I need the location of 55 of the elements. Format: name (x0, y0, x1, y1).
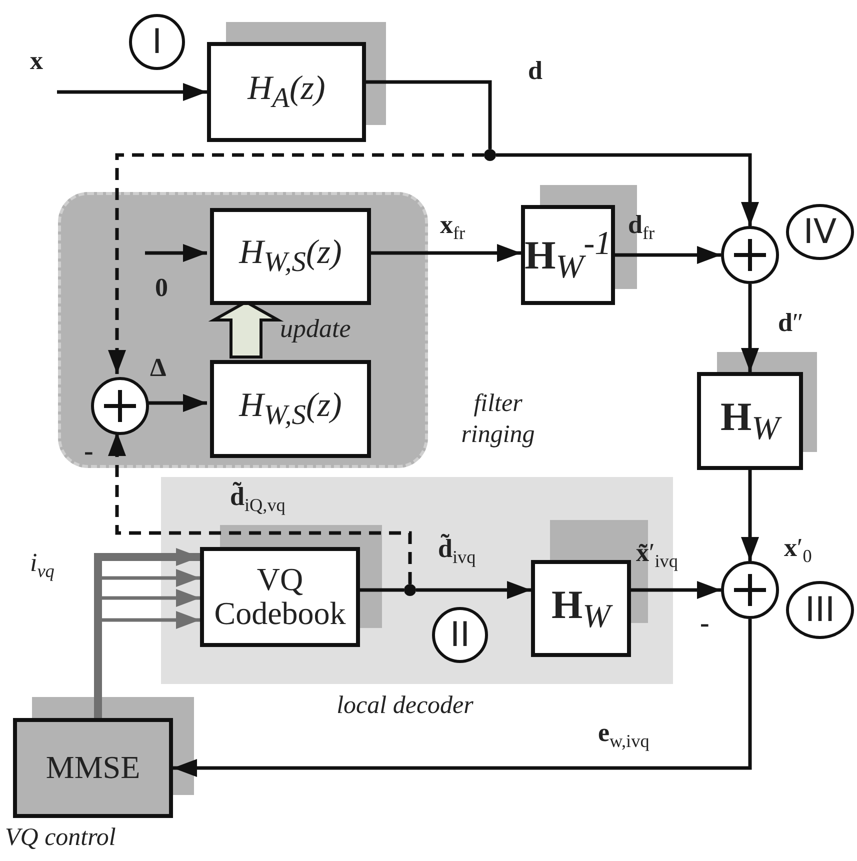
stage-number: III (804, 590, 836, 630)
arrow (146, 394, 207, 412)
arrow (145, 244, 207, 262)
signal-label: Δ (150, 355, 166, 381)
dashed-arrow (108, 153, 484, 374)
signal-label: x̃′$_{ivq}$ (636, 540, 678, 570)
connector-line (366, 80, 492, 149)
arrow (368, 244, 521, 262)
arrow (416, 581, 531, 599)
signal-label: update (280, 316, 351, 342)
signal-label: x (30, 48, 43, 74)
block-label: MMSE (46, 751, 140, 785)
stage-number: I (152, 22, 162, 62)
sign-label: - (84, 436, 94, 468)
block-label: VQ Codebook (213, 563, 347, 631)
arrow (741, 284, 759, 372)
arrow (57, 83, 207, 101)
filter-block (207, 42, 366, 142)
filter-block (210, 360, 371, 458)
arrow (741, 470, 759, 561)
junction-dot (404, 584, 416, 596)
sign-label: - (700, 608, 710, 640)
block-label: H$_{W}$ (720, 396, 780, 446)
block-label: H$_{W,S}$(z) (239, 388, 342, 430)
block-caption: VQ control (5, 823, 117, 853)
matrix-block (697, 372, 803, 470)
signal-label: d$_{fr}$ (628, 212, 655, 242)
group-heading: filter ringing (460, 389, 536, 450)
dashed-arrow (108, 432, 412, 584)
group-heading: local decoder (336, 691, 474, 721)
arrow (496, 153, 759, 226)
junction-dot (484, 149, 496, 161)
signal-label: e$_{w,ivq}$ (598, 720, 650, 750)
process-block (200, 547, 360, 647)
signal-label: i$_{vq}$ (30, 550, 54, 580)
arrow (615, 246, 721, 264)
block-label: H$_{A}$(z) (248, 70, 326, 114)
matrix-block (521, 205, 615, 305)
stage-number: IV (803, 212, 837, 252)
stage-number: II (450, 615, 470, 655)
process-block (13, 718, 173, 818)
signal-label: d″ (778, 310, 804, 336)
signal-label: d̃$_{ivq}$ (438, 536, 476, 566)
matrix-block (531, 560, 631, 657)
arrow (631, 581, 721, 599)
signal-label: d (528, 58, 542, 84)
block-label: H$_{W,S}$(z) (239, 235, 342, 278)
signal-label: x′$_{0}$ (784, 535, 812, 566)
signal-label: d̃$_{iQ,vq}$ (230, 484, 286, 514)
signal-label: x$_{fr}$ (440, 212, 466, 242)
arrow (173, 619, 752, 777)
signal-label: 0 (155, 275, 168, 301)
filter-block (210, 208, 371, 305)
block-label: H$_{W}$ (552, 584, 610, 634)
connector-line (360, 588, 404, 592)
